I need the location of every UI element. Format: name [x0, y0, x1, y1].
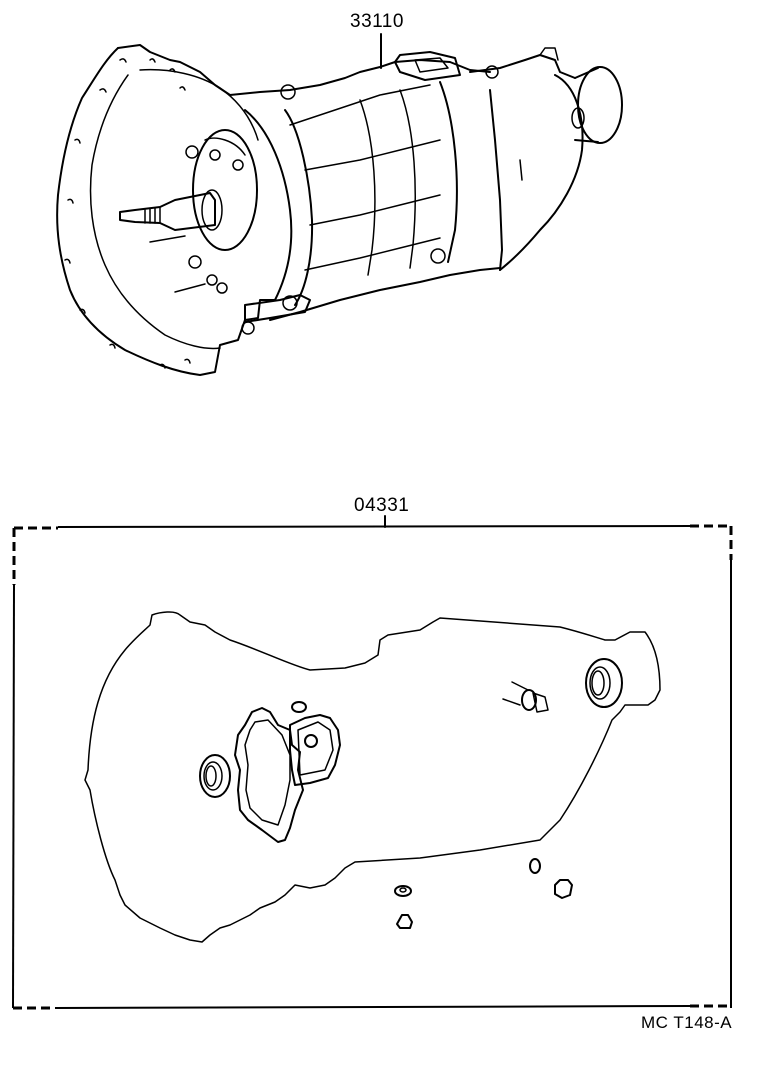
- shift-retainer-gasket: [289, 714, 341, 786]
- filler-plug-gasket: [396, 914, 413, 929]
- gasket-kit-group: [12, 515, 733, 1010]
- o-ring-small: [291, 701, 307, 713]
- front-oil-seal: [199, 754, 231, 798]
- figure-code-label: MC T148-A: [641, 1013, 733, 1032]
- speedo-o-ring: [521, 689, 537, 711]
- washer-small: [529, 858, 541, 874]
- plug-gasket-right: [554, 879, 573, 899]
- part-number-label-transmission: 33110: [350, 11, 404, 32]
- part-number-label-gasket-kit: 04331: [354, 495, 410, 516]
- rear-oil-seal: [585, 658, 623, 708]
- drain-plug-gasket: [394, 885, 412, 897]
- kit-boundary-box: [12, 524, 733, 1010]
- transmission-assembly-drawing: [56, 33, 623, 376]
- case-cover-gasket: [234, 707, 304, 843]
